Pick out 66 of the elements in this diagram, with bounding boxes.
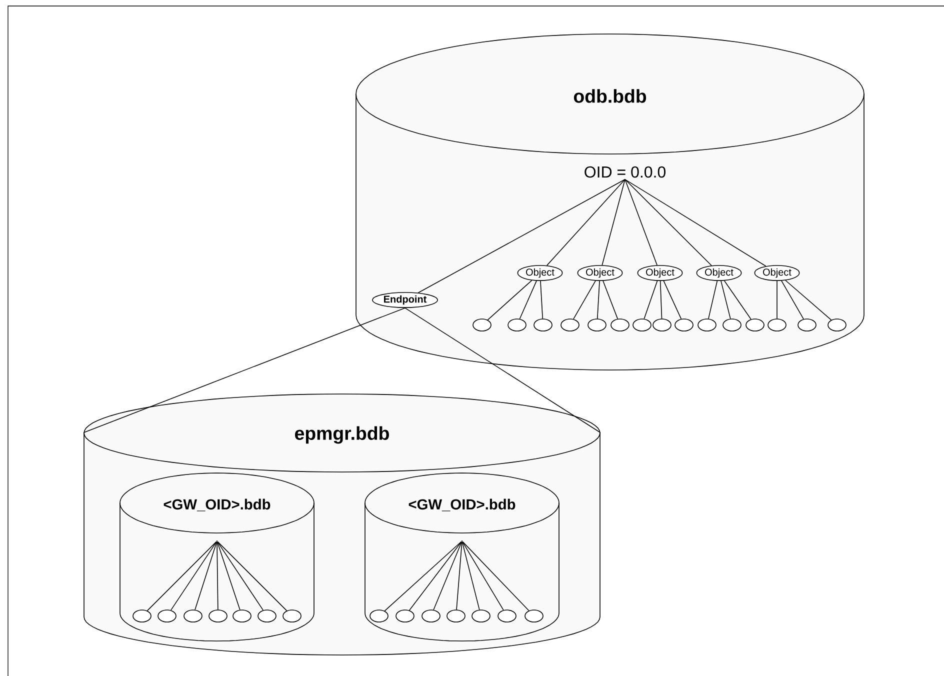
tree-line — [418, 179, 626, 294]
leaf-circle — [610, 318, 630, 332]
tree-line — [724, 280, 752, 320]
tree-line — [217, 541, 264, 611]
tree-line — [663, 280, 682, 320]
leaf-circle — [674, 318, 694, 332]
leaf-circle — [588, 318, 606, 332]
tree-line — [596, 280, 600, 319]
tree-line — [487, 280, 532, 320]
leaf-circle — [184, 610, 202, 622]
tree-line — [573, 280, 596, 320]
tree-line — [720, 280, 731, 320]
leaf-circle — [446, 610, 466, 622]
tree-line — [602, 179, 626, 266]
tree-line — [462, 541, 530, 612]
tree-line — [644, 280, 658, 320]
leaf-circle — [472, 610, 490, 622]
tree-line — [456, 542, 462, 610]
leaf-circle — [422, 610, 440, 622]
leaf-circle — [208, 610, 228, 622]
leaf-circle — [282, 610, 302, 622]
tree-line — [146, 541, 217, 612]
leaf-circle — [768, 318, 786, 332]
leaf-circle — [828, 318, 846, 332]
leaf-circle — [472, 318, 492, 332]
projection-line — [83, 308, 406, 434]
tree-line — [624, 179, 766, 266]
tree-line — [540, 280, 544, 319]
tree-line — [708, 280, 718, 320]
leaf-circle — [258, 610, 276, 622]
leaf-circle — [232, 610, 252, 622]
tree-line — [602, 280, 618, 320]
leaf-circle — [132, 610, 152, 622]
leaf-circle — [632, 318, 652, 332]
root-label: OID = 0.0.0 — [584, 166, 666, 178]
tree-line — [170, 541, 217, 611]
tree-line — [624, 179, 658, 266]
tree-line — [433, 541, 462, 610]
leaf-circle — [508, 318, 526, 332]
tree-line — [546, 179, 626, 266]
tree-line — [776, 280, 778, 319]
leaf-circle — [498, 610, 516, 622]
leaf-circle — [698, 318, 716, 332]
leaf-circle — [652, 318, 672, 332]
tree-line — [217, 541, 288, 612]
leaf-circle — [524, 610, 544, 622]
tree-line — [462, 542, 480, 610]
leaf-circle — [746, 318, 764, 332]
tree-line — [216, 542, 240, 610]
leaf-circle — [722, 318, 742, 332]
leaf-circle — [534, 318, 552, 332]
tree-line — [781, 280, 804, 320]
tree-line — [660, 280, 662, 319]
projection-line — [404, 308, 601, 434]
tree-line — [785, 280, 832, 320]
leaf-circle — [370, 610, 388, 622]
tree-line — [408, 541, 462, 611]
tree-line — [194, 542, 218, 610]
tree-line — [216, 542, 218, 610]
leaf-circle — [798, 318, 816, 332]
tree-line — [624, 179, 712, 266]
tree-line — [462, 541, 504, 610]
leaf-circle — [158, 610, 176, 622]
tree-line — [519, 280, 537, 320]
leaf-circle — [396, 610, 414, 622]
leaf-circle — [560, 318, 580, 332]
